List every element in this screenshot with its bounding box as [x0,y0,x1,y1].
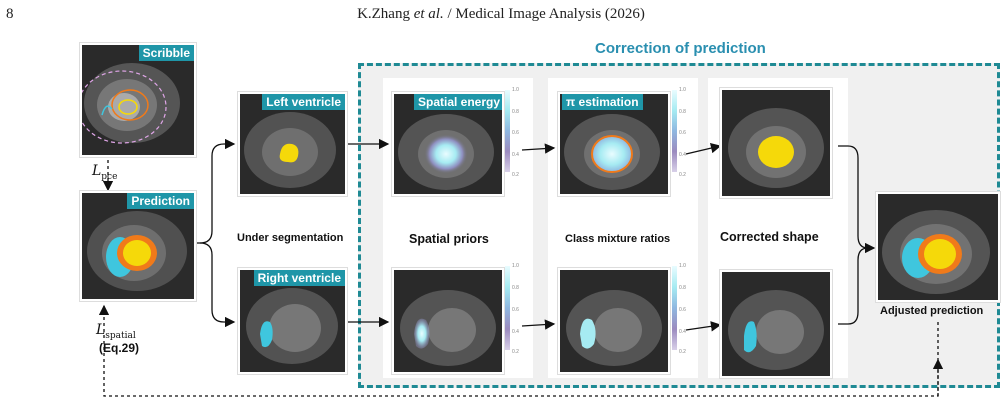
section-title: Correction of prediction [595,40,766,57]
header-journal: / Medical Image Analysis (2026) [447,6,645,22]
loss-spatial: Lspatial [96,322,136,341]
corrected-shape-caption: Corrected shape [720,230,819,244]
class-mixture-caption: Class mixture ratios [565,233,671,245]
page-number: 8 [6,6,14,22]
loss-pce-symbol: L [92,163,102,179]
pi-tick-1: 1.0 [679,87,686,93]
scribble-image: Scribble [80,43,196,157]
pi-estimation-colorbar [672,90,677,172]
loss-spatial-sub: spatial [105,330,136,341]
adjusted-prediction-caption: Adjusted prediction [880,305,984,317]
spatial-energy-rv-mri [394,270,502,372]
spatial-energy-tick-4: 0.4 [512,152,519,158]
running-title: K.Zhang et al. / Medical Image Analysis … [0,6,1002,23]
eq-reference: (Eq.29) [99,341,140,355]
prediction-tag: Prediction [127,193,194,209]
adjusted-prediction-image [876,192,1000,302]
spatial-energy-colorbar [505,90,510,172]
spatial-energy-tick-1: 1.0 [512,87,519,93]
right-ventricle-image: Right ventricle [238,268,347,374]
spatial-rv-tick-3: 0.6 [512,307,519,313]
spatial-rv-tick-5: 0.2 [512,349,519,355]
pi-tick-2: 0.8 [679,109,686,115]
pi-tick-4: 0.4 [679,152,686,158]
right-ventricle-tag: Right ventricle [253,270,345,286]
scribble-mri [82,45,194,155]
spatial-energy-rv-colorbar [505,266,510,350]
pi-estimation-rv-colorbar [672,266,677,350]
loss-spatial-symbol: L [96,322,106,338]
loss-pce-sub: pce [101,171,118,182]
adjusted-prediction-mri [878,194,998,300]
header-etal: et al. [413,6,444,22]
corrected-lv-image [720,88,832,198]
left-ventricle-image: Left ventricle [238,92,347,196]
page-header: 8 K.Zhang et al. / Medical Image Analysi… [0,6,1002,26]
spatial-energy-tick-3: 0.6 [512,130,519,136]
pi-rv-tick-3: 0.6 [679,307,686,313]
pi-tick-5: 0.2 [679,172,686,178]
corrected-rv-mri [722,272,830,376]
pi-estimation-rv-mri [560,270,668,372]
prediction-image: Prediction [80,191,196,301]
loss-pce: Lpce [92,163,117,182]
left-ventricle-mri [240,94,345,194]
spatial-energy-mri [394,94,502,194]
pi-estimation-rv-image [558,268,670,374]
spatial-energy-rv-image [392,268,504,374]
spatial-rv-tick-1: 1.0 [512,263,519,269]
pi-tick-3: 0.6 [679,130,686,136]
spatial-rv-tick-2: 0.8 [512,285,519,291]
prediction-mri [82,193,194,299]
pi-rv-tick-4: 0.4 [679,329,686,335]
spatial-energy-tick-2: 0.8 [512,109,519,115]
spatial-energy-tag: Spatial energy [414,94,502,110]
pi-rv-tick-5: 0.2 [679,349,686,355]
left-ventricle-tag: Left ventricle [262,94,345,110]
spatial-rv-tick-4: 0.4 [512,329,519,335]
header-authors: K.Zhang [357,6,410,22]
under-segmentation-caption: Under segmentation [237,232,344,244]
pi-estimation-tag: π estimation [562,94,643,110]
scribble-tag: Scribble [138,45,194,61]
spatial-energy-tick-5: 0.2 [512,172,519,178]
corrected-rv-image [720,270,832,378]
right-ventricle-mri [240,270,345,372]
pi-estimation-mri [560,94,668,194]
pi-rv-tick-2: 0.8 [679,285,686,291]
pi-rv-tick-1: 1.0 [679,263,686,269]
pi-estimation-image: π estimation [558,92,670,196]
corrected-lv-mri [722,90,830,196]
spatial-priors-caption: Spatial priors [409,232,489,246]
spatial-energy-image: Spatial energy [392,92,504,196]
